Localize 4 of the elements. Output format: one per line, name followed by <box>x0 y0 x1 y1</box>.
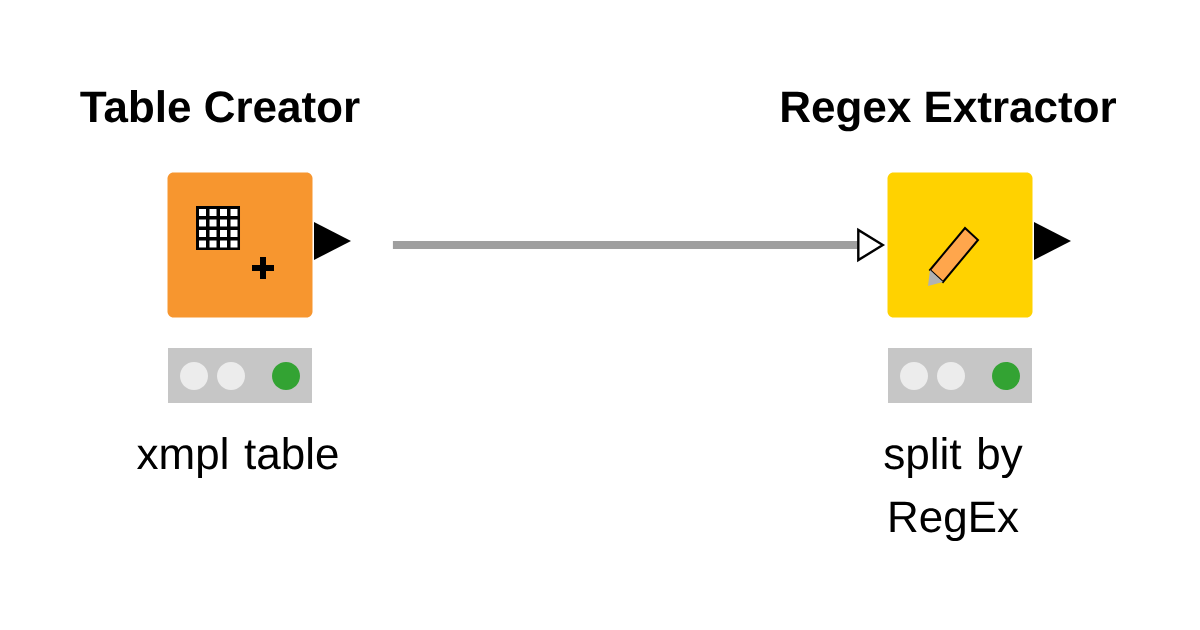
node-label: xmpl table <box>137 437 338 479</box>
node-title: Table Creator <box>80 90 360 123</box>
node-title: Regex Extractor <box>782 91 1116 132</box>
node-label: split by RegEx <box>884 437 1023 542</box>
